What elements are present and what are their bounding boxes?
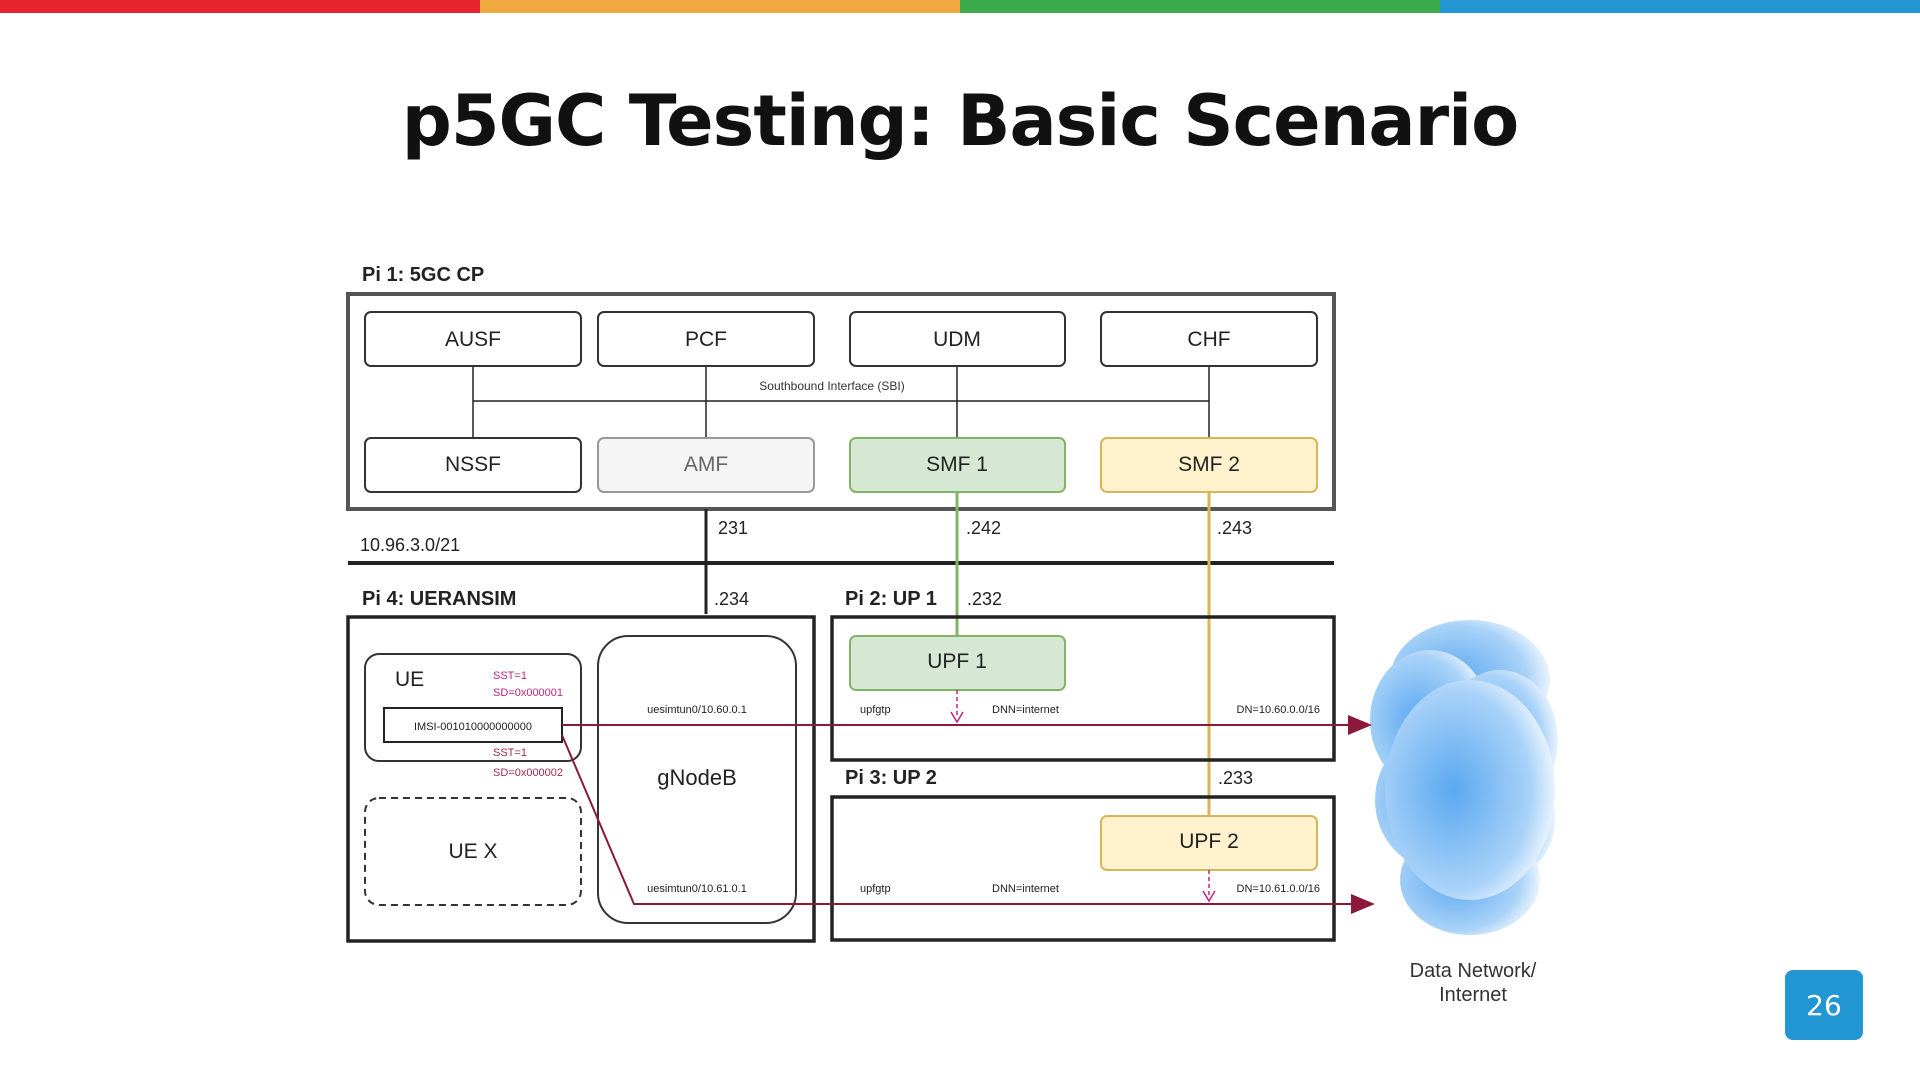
subnet-label: 10.96.3.0/21 — [360, 535, 460, 555]
dn-1: DN=10.60.0.0/16 — [1237, 704, 1320, 716]
upf1-down-arrow-icon — [950, 711, 964, 724]
gnodeb-label: gNodeB — [657, 765, 737, 790]
nssf-label: NSSF — [445, 453, 501, 476]
ip-242: .242 — [966, 518, 1001, 538]
udm-label: UDM — [933, 328, 981, 351]
amf-label: AMF — [684, 453, 728, 476]
top-bar-green — [960, 0, 1440, 13]
pi2-box — [830, 615, 1336, 762]
ip-243: .243 — [1217, 518, 1252, 538]
imsi-box — [383, 707, 563, 743]
ausf-label: AUSF — [445, 328, 501, 351]
chf-box — [1100, 311, 1318, 367]
upf1-label: UPF 1 — [927, 650, 987, 673]
upf2-down-arrow-icon — [1202, 890, 1216, 903]
ip-233: .233 — [1218, 768, 1253, 788]
upfgtp-1: upfgtp — [860, 704, 891, 716]
route-slice-2 — [561, 734, 1375, 914]
cloud-label-2: Internet — [1439, 984, 1507, 1006]
ausf-box — [364, 311, 582, 367]
slide-title: p5GC Testing: Basic Scenario — [401, 80, 1520, 162]
imsi-label: IMSI-001010000000000 — [414, 721, 532, 733]
pi4-box — [346, 615, 816, 943]
pi3-label: Pi 3: UP 2 — [845, 767, 937, 789]
top-color-bar — [0, 0, 1920, 13]
pcf-box — [597, 311, 815, 367]
dnn-2: DNN=internet — [992, 883, 1059, 895]
uesimtun1-label: uesimtun0/10.61.0.1 — [647, 883, 747, 895]
upf2-label: UPF 2 — [1179, 830, 1239, 853]
top-bar-red — [0, 0, 480, 13]
pi1-box — [346, 292, 1336, 511]
page-number-badge: 26 — [1785, 970, 1863, 1040]
nssf-box — [364, 437, 582, 493]
pi2-label: Pi 2: UP 1 — [845, 588, 937, 610]
ue-label: UE — [395, 668, 424, 691]
pi4-label: Pi 4: UERANSIM — [362, 588, 516, 610]
top-bar-orange — [480, 0, 960, 13]
uesimtun0-label: uesimtun0/10.60.0.1 — [647, 704, 747, 716]
ip-231: 231 — [718, 518, 748, 538]
gnodeb-box — [597, 635, 797, 924]
pi1-label: Pi 1: 5GC CP — [362, 264, 484, 286]
dn-2: DN=10.61.0.0/16 — [1237, 883, 1320, 895]
sst1-b: SST=1 — [493, 747, 527, 759]
top-bar-blue — [1440, 0, 1920, 13]
ip-234: .234 — [714, 589, 749, 609]
pcf-label: PCF — [685, 328, 727, 351]
cloud-label-1: Data Network/ — [1410, 960, 1537, 982]
data-network-cloud-icon — [1370, 620, 1558, 935]
amf-box — [597, 437, 815, 493]
udm-box — [849, 311, 1066, 367]
sd1-a: SD=0x000001 — [493, 687, 563, 699]
pi3-box — [830, 795, 1336, 942]
sst1-a: SST=1 — [493, 670, 527, 682]
sbi-label: Southbound Interface (SBI) — [759, 379, 904, 393]
ip-232: .232 — [967, 589, 1002, 609]
upfgtp-2: upfgtp — [860, 883, 891, 895]
chf-label: CHF — [1187, 328, 1230, 351]
sd2: SD=0x000002 — [493, 767, 563, 779]
smf2-label: SMF 2 — [1178, 453, 1240, 476]
uex-label: UE X — [448, 840, 497, 863]
smf1-label: SMF 1 — [926, 453, 988, 476]
dnn-1: DNN=internet — [992, 704, 1059, 716]
